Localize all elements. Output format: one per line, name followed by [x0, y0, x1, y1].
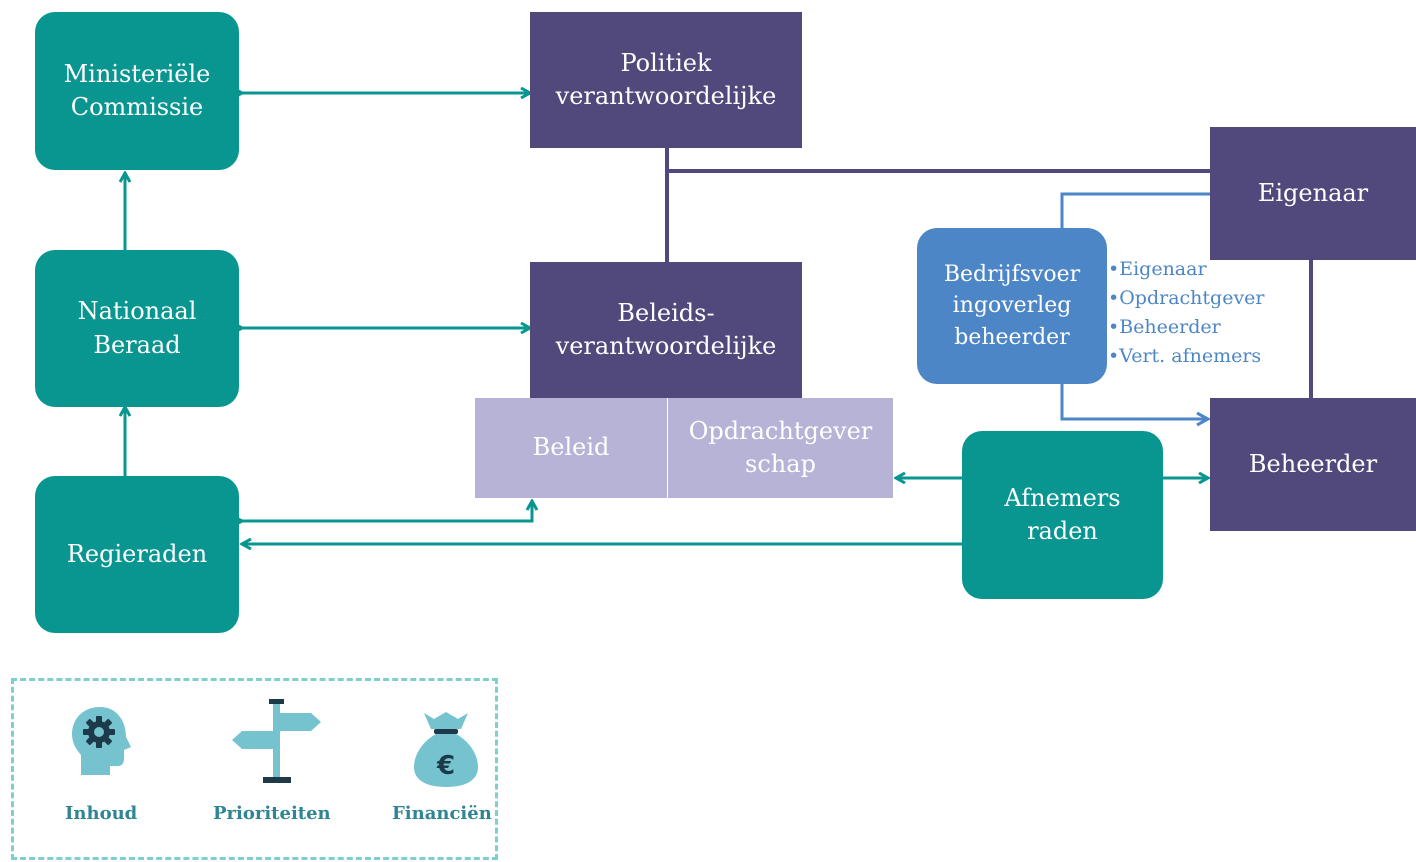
node-ministeriele-commissie[interactable]: Ministeriële Commissie [35, 12, 239, 170]
node-beleid[interactable]: Beleid [475, 398, 667, 498]
node-regieraden[interactable]: Regieraden [35, 476, 239, 633]
arrow-overleg-beheerder [1060, 384, 1208, 419]
legend-label-financien: Financiën [392, 803, 492, 824]
money-bag-icon: € [414, 712, 478, 787]
arrow-regieraden-beleid [242, 501, 532, 521]
signpost-icon [232, 699, 321, 783]
node-eigenaar[interactable]: Eigenaar [1210, 127, 1416, 260]
line-eigenaar-overleg [1060, 192, 1210, 228]
legend-label-inhoud: Inhoud [65, 803, 138, 824]
legend: € Inhoud Prioriteiten Financiën [11, 678, 498, 860]
node-beheerder[interactable]: Beheerder [1210, 398, 1416, 531]
overleg-member: Vert. afnemers [1108, 342, 1265, 371]
node-afnemersraden[interactable]: Afnemers raden [962, 431, 1163, 599]
node-beleidsverantwoordelijke[interactable]: Beleids- verantwoordelijke [530, 262, 802, 398]
overleg-member: Beheerder [1108, 313, 1265, 342]
node-politiek-verantwoordelijke[interactable]: Politiek verantwoordelijke [530, 12, 802, 148]
head-gear-icon [72, 707, 131, 775]
overleg-member: Opdrachtgever [1108, 284, 1264, 313]
legend-label-prioriteiten: Prioriteiten [213, 803, 331, 824]
node-bedrijfsvoeringoverleg-beheerder[interactable]: Bedrijfsvoer ingoverleg beheerder [917, 228, 1107, 384]
node-opdrachtgeverschap[interactable]: Opdrachtgever schap [668, 398, 893, 498]
overleg-member: Eigenaar [1108, 255, 1265, 284]
node-nationaal-beraad[interactable]: Nationaal Beraad [35, 250, 239, 407]
overleg-members-list: Eigenaar Opdrachtgever Beheerder Vert. a… [1108, 255, 1265, 371]
svg-text:€: € [436, 751, 455, 781]
